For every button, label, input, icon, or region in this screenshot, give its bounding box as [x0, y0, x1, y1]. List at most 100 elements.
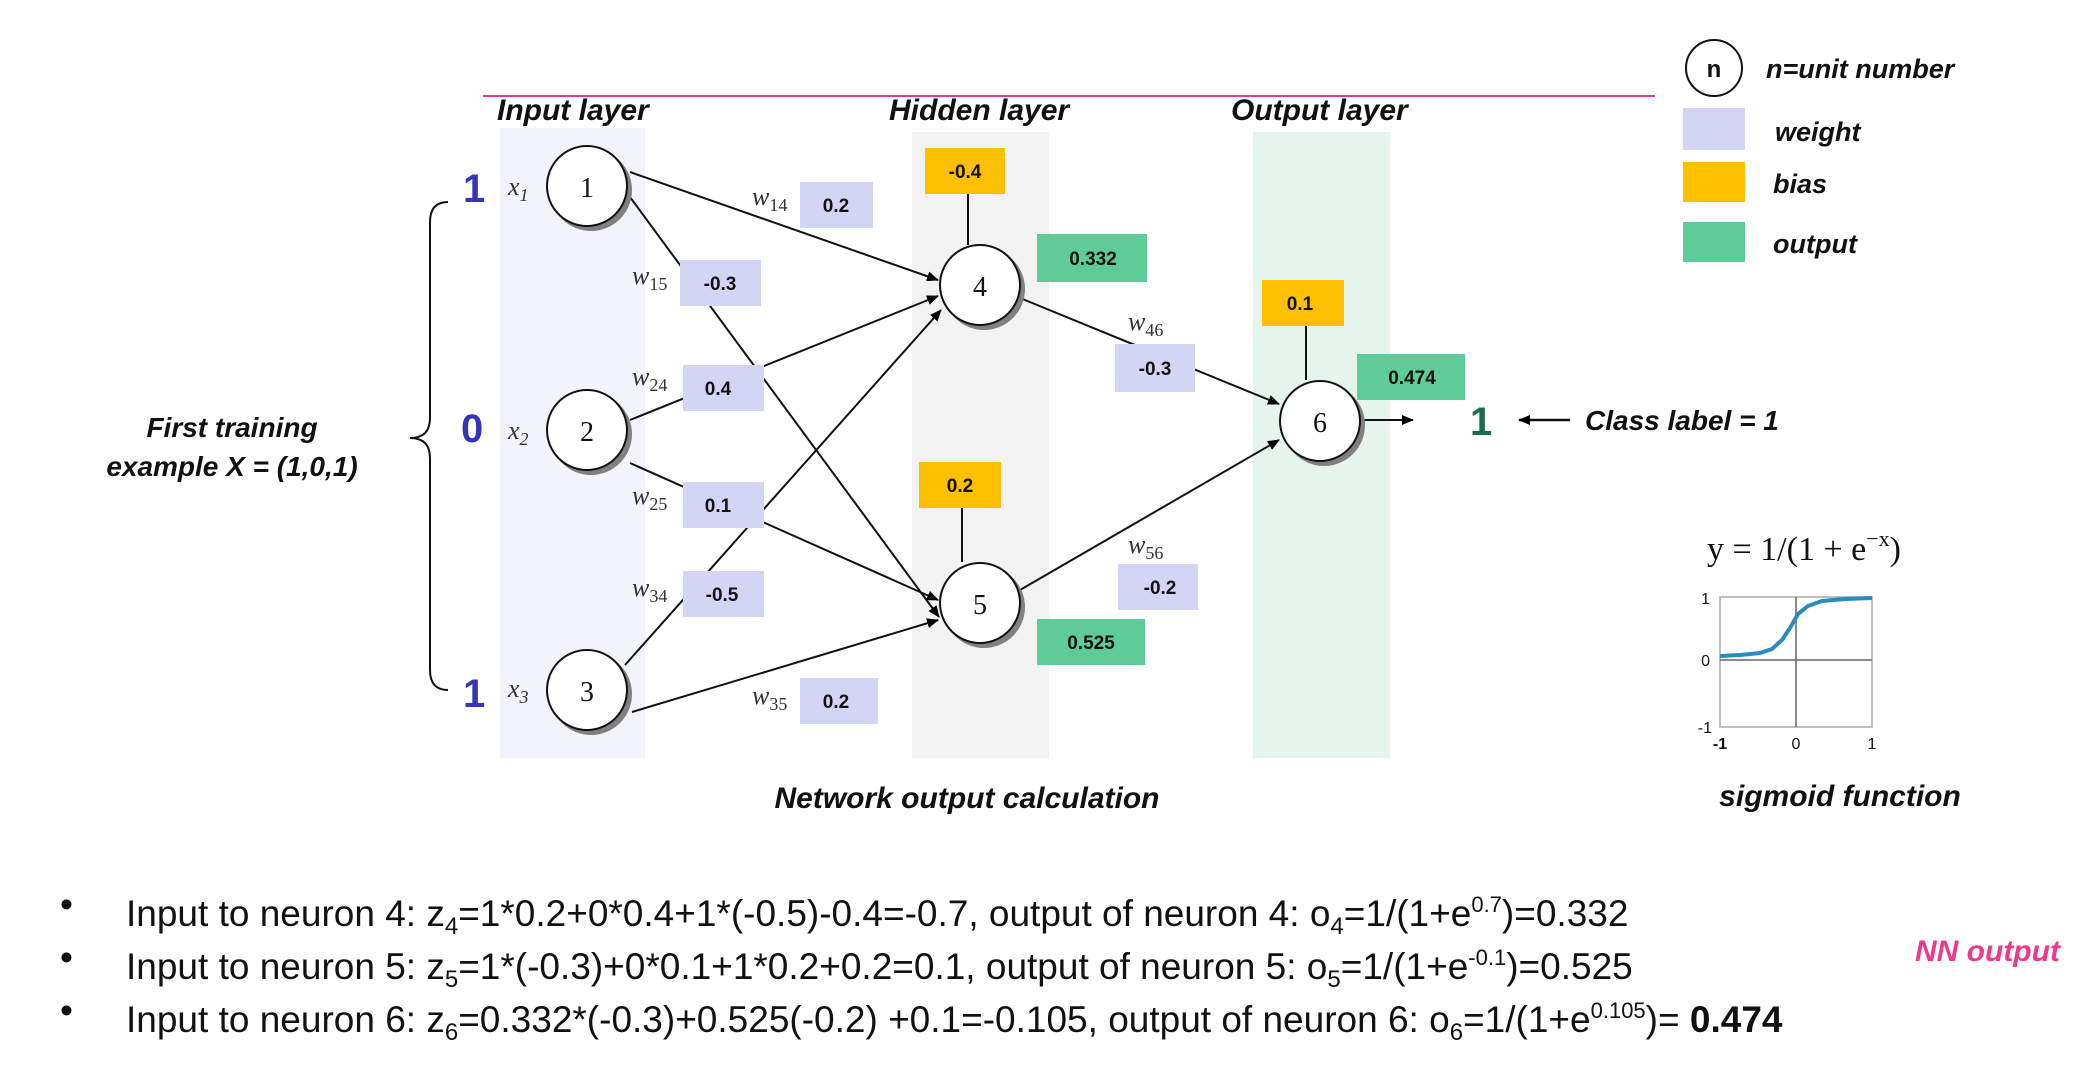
- weight-value-w34: -0.5: [706, 585, 739, 606]
- bias-box-4: [925, 148, 1005, 194]
- calc-text: Input to neuron 6: z6=0.332*(-0.3)+0.525…: [126, 998, 1783, 1046]
- weight-boxes: 0.2 -0.3 0.4 0.1 -0.5 0.2 -0.3 -0.2: [680, 182, 1198, 724]
- bias-value-5: 0.2: [947, 476, 973, 497]
- legend-output-text: output: [1773, 229, 1858, 259]
- weight-label-w34: w34: [632, 573, 667, 606]
- edge-3-5: [631, 618, 939, 713]
- training-brace: [409, 201, 449, 691]
- calc-text: Input to neuron 4: z4=1*0.2+0*0.4+1*(-0.…: [126, 892, 1629, 940]
- connections: [624, 171, 1414, 713]
- node-1: 1: [546, 145, 632, 231]
- node-3-label: 3: [580, 677, 594, 708]
- bias-box-5: [919, 462, 1001, 508]
- node-5-label: 5: [973, 590, 987, 621]
- sigmoid-plot: y = 1/(1 + e−x) 1 0 -1 -1 0 1 sigmoid fu…: [1698, 526, 1961, 813]
- calculation-list: • Input to neuron 4: z4=1*0.2+0*0.4+1*(-…: [60, 878, 2080, 1046]
- edge-3-4: [624, 309, 942, 666]
- output-boxes: 0.332 0.525 0.474: [1037, 234, 1465, 665]
- sigmoid-tick-y-1: 1: [1701, 591, 1710, 608]
- weight-box-w14: [800, 182, 873, 228]
- weight-box-w24: [683, 365, 764, 411]
- legend-bias-text: bias: [1773, 169, 1827, 199]
- calc-neuron-4: • Input to neuron 4: z4=1*0.2+0*0.4+1*(-…: [60, 878, 2080, 940]
- weight-box-w15: [680, 260, 761, 306]
- hidden-layer-band: [912, 132, 1049, 758]
- calc-neuron-6: • Input to neuron 6: z6=0.332*(-0.3)+0.5…: [60, 984, 2080, 1046]
- bias-boxes: -0.4 0.2 0.1: [919, 148, 1344, 508]
- input-variables: x1 x2 x3: [507, 172, 529, 707]
- input-var-x1: x1: [507, 172, 529, 205]
- weight-value-w35: 0.2: [823, 692, 849, 713]
- weight-value-w46: -0.3: [1139, 359, 1172, 380]
- class-label: Class label = 1: [1585, 405, 1779, 436]
- node-6-label: 6: [1313, 408, 1327, 439]
- sigmoid-tick-x-neg1: -1: [1713, 736, 1727, 753]
- legend-unit-circle: [1685, 39, 1743, 97]
- input-layer-title: Input layer: [497, 94, 651, 127]
- weight-value-w56: -0.2: [1144, 578, 1177, 599]
- output-layer-title: Output layer: [1231, 94, 1410, 127]
- weight-box-w56: [1118, 564, 1198, 610]
- legend: n n=unit number weight bias output: [1683, 39, 1956, 262]
- bullet-dot: •: [60, 937, 73, 978]
- node-3: 3: [546, 649, 632, 735]
- weight-value-w25: 0.1: [705, 496, 732, 517]
- hidden-layer-title: Hidden layer: [889, 94, 1071, 127]
- weight-label-w15: w15: [632, 261, 667, 294]
- legend-unit-text: n=unit number: [1766, 54, 1956, 84]
- weight-box-w34: [683, 571, 764, 617]
- calc-neuron-5: • Input to neuron 5: z5=1*(-0.3)+0*0.1+1…: [60, 931, 2080, 993]
- nodes: 1 2 3 4 5 6: [546, 145, 1365, 735]
- weight-value-w14: 0.2: [823, 196, 849, 217]
- weight-label-w56: w56: [1128, 530, 1163, 563]
- node-2: 2: [546, 389, 632, 475]
- sigmoid-caption: sigmoid function: [1719, 780, 1961, 813]
- input-var-x2: x2: [507, 416, 529, 449]
- output-value-5: 0.525: [1067, 633, 1115, 654]
- weight-label-w14: w14: [752, 182, 787, 215]
- output-value-4: 0.332: [1069, 249, 1117, 270]
- edge-2-4: [629, 295, 939, 421]
- bias-value-6: 0.1: [1287, 294, 1314, 315]
- node-4: 4: [939, 244, 1025, 330]
- weight-label-w24: w24: [632, 362, 667, 395]
- output-box-4: [1037, 234, 1147, 282]
- training-example-line1: First training: [146, 412, 317, 443]
- class-output-value: 1: [1470, 400, 1492, 444]
- nn-output-note: NN output: [1915, 935, 2060, 968]
- node-2-label: 2: [580, 417, 594, 448]
- sigmoid-tick-x-0: 0: [1792, 736, 1801, 753]
- edge-1-5: [626, 192, 940, 618]
- weight-label-w35: w35: [752, 681, 787, 714]
- bias-box-6: [1262, 280, 1344, 326]
- output-value-6: 0.474: [1388, 368, 1436, 389]
- training-example-line2: example X = (1,0,1): [106, 451, 357, 482]
- legend-output-swatch: [1683, 222, 1745, 262]
- legend-weight-swatch: [1683, 108, 1745, 150]
- output-box-6: [1357, 354, 1465, 400]
- bullet-dot: •: [60, 990, 73, 1031]
- output-box-5: [1037, 619, 1145, 665]
- weight-box-w35: [800, 678, 878, 724]
- node-5: 5: [939, 562, 1025, 648]
- bullet-dot: •: [60, 884, 73, 925]
- input-value-x3: 1: [463, 672, 485, 716]
- weight-label-w46: w46: [1128, 307, 1163, 340]
- weight-box-w46: [1115, 344, 1195, 392]
- weight-value-w15: -0.3: [704, 274, 737, 295]
- edge-5-6: [1019, 439, 1280, 591]
- calc-text: Input to neuron 5: z5=1*(-0.3)+0*0.1+1*0…: [126, 945, 1633, 993]
- edge-1-4: [629, 171, 939, 282]
- input-values: 1 0 1: [461, 167, 485, 716]
- diagram-caption: Network output calculation: [774, 782, 1159, 815]
- legend-unit-symbol: n: [1707, 56, 1722, 83]
- weight-box-w25: [683, 482, 764, 528]
- legend-bias-swatch: [1683, 162, 1745, 202]
- node-4-label: 4: [973, 272, 987, 303]
- weight-value-w24: 0.4: [705, 379, 732, 400]
- weight-labels: w14 w15 w24 w25 w34 w35 w46 w56: [632, 182, 1163, 714]
- sigmoid-tick-y-neg1: -1: [1698, 720, 1712, 737]
- legend-weight-text: weight: [1775, 117, 1862, 147]
- edge-2-5: [629, 462, 939, 601]
